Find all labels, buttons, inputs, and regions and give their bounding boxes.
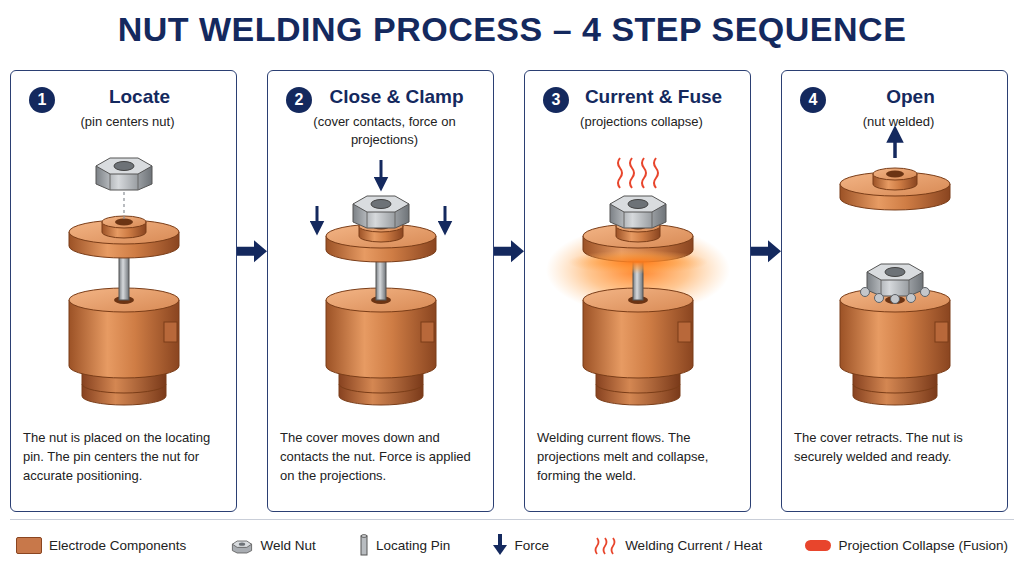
step-subtitle: (pin centers nut) [29, 113, 226, 131]
legend-text: Locating Pin [376, 538, 450, 553]
legend-symbol [359, 534, 369, 556]
step-heading: Locate [51, 86, 228, 108]
step-panel: Close & Clamp (cover contacts, force on p… [267, 70, 494, 512]
step-panel: Locate (pin centers nut) The nut is placed… [10, 70, 237, 512]
step-heading: Current & Fuse [565, 86, 742, 108]
lower-electrode [326, 288, 436, 405]
weld-nut [96, 158, 152, 190]
step-panel: Current & Fuse (projections collapse) Weld… [524, 70, 751, 512]
locating-pin [119, 248, 129, 300]
legend: Electrode Components Weld Nut Locating Pin… [16, 526, 1008, 564]
legend-item: Weld Nut [230, 536, 316, 554]
legend-swatch [16, 537, 42, 554]
force-arrow [316, 206, 319, 228]
weld-nut [610, 196, 666, 228]
step-subtitle: (cover contacts, force on projections) [286, 113, 483, 148]
weld-nut [867, 264, 923, 296]
step-badge: 2 [286, 87, 312, 113]
weld-nut [353, 196, 409, 228]
legend-text: Projection Collapse (Fusion) [838, 538, 1008, 553]
legend-swatch [805, 540, 831, 551]
legend-text: Force [514, 538, 549, 553]
lower-electrode [583, 288, 693, 405]
diagram-title: NUT WELDING PROCESS – 4 STEP SEQUENCE [0, 10, 1024, 49]
locating-pin [376, 248, 386, 300]
heat-waves [618, 158, 658, 188]
legend-text: Electrode Components [49, 538, 186, 553]
legend-separator [10, 519, 1014, 520]
step-number: 3 [552, 92, 561, 108]
lower-electrode [840, 288, 950, 405]
legend-item: Locating Pin [359, 534, 450, 556]
step-badge: 3 [543, 87, 569, 113]
legend-item: Welding Current / Heat [592, 535, 762, 555]
alignment-line [123, 192, 124, 220]
fused-projections [861, 288, 930, 304]
lower-electrode [69, 288, 179, 405]
step-heading: Close & Clamp [308, 86, 485, 108]
force-arrow [444, 206, 447, 228]
legend-item: Projection Collapse (Fusion) [805, 538, 1008, 553]
electrode-cover [326, 220, 436, 262]
flow-arrow [237, 240, 267, 262]
step-badge: 4 [800, 87, 826, 113]
flow-arrow [494, 240, 524, 262]
step-panel: Open (nut welded) The cover retracts. The … [781, 70, 1008, 512]
legend-text: Welding Current / Heat [625, 538, 762, 553]
legend-symbol [592, 535, 618, 555]
force-arrow [380, 160, 383, 184]
electrode-cover [583, 220, 693, 262]
step-badge: 1 [29, 87, 55, 113]
legend-text: Weld Nut [261, 538, 316, 553]
electrode-cover [840, 168, 950, 210]
step-heading: Open [822, 86, 999, 108]
step-number: 1 [38, 92, 47, 108]
legend-symbol [230, 536, 254, 554]
legend-item: Force [493, 534, 549, 556]
step-number: 4 [809, 92, 818, 108]
step-description: The cover retracts. The nut is securely … [794, 429, 997, 467]
flow-arrow [751, 240, 781, 262]
legend-item: Electrode Components [16, 537, 186, 554]
heat-glow [546, 226, 730, 314]
legend-symbol [493, 534, 507, 556]
step-description: Welding current flows. The projections m… [537, 429, 740, 486]
locating-pin [633, 248, 643, 300]
step-subtitle: (projections collapse) [543, 113, 740, 131]
electrode-cover [69, 216, 179, 258]
step-description: The nut is placed on the locating pin. T… [23, 429, 226, 486]
step-number: 2 [295, 92, 304, 108]
retract-arrow [893, 134, 897, 158]
step-description: The cover moves down and contacts the nu… [280, 429, 483, 486]
step-subtitle: (nut welded) [800, 113, 997, 131]
heat-glow [568, 250, 708, 274]
